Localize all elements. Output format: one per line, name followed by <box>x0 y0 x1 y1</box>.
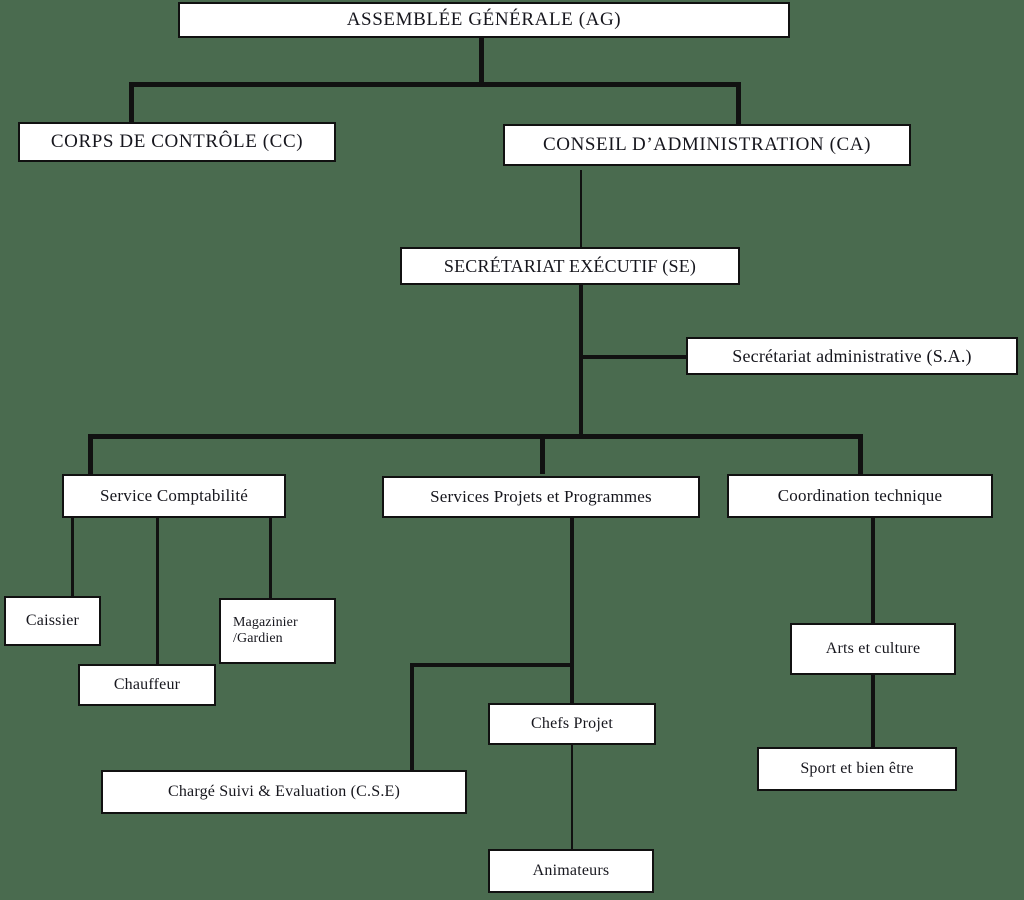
connector-level3-bus <box>88 434 863 439</box>
node-animateurs[interactable]: Animateurs <box>488 849 654 893</box>
connector-se-spine <box>579 285 583 438</box>
connector-ag-bus <box>129 82 741 87</box>
node-label: Coordination technique <box>777 486 943 506</box>
node-label: CORPS DE CONTRÔLE (CC) <box>50 131 304 153</box>
node-arts-et-culture[interactable]: Arts et culture <box>790 623 956 675</box>
node-charge-suivi-evaluation[interactable]: Chargé Suivi & Evaluation (C.S.E) <box>101 770 467 814</box>
node-label: Chefs Projet <box>531 715 613 733</box>
connector-ag-stem <box>479 35 484 86</box>
node-coordination-technique[interactable]: Coordination technique <box>727 474 993 518</box>
connector-bus-to-coordination <box>858 434 863 474</box>
connector-comptabilite-to-magazinier <box>269 516 272 598</box>
connector-bus-to-comptabilite <box>88 434 93 474</box>
node-label: Magazinier /Gardien <box>233 615 298 646</box>
node-caissier[interactable]: Caissier <box>4 596 101 646</box>
connector-arts-to-sport <box>871 675 875 747</box>
connector-se-to-sa <box>579 355 689 359</box>
connector-projets-spine <box>570 518 574 708</box>
connector-projets-to-cse-bus <box>410 663 574 667</box>
node-label: Chargé Suivi & Evaluation (C.S.E) <box>167 783 401 801</box>
node-label: Secrétariat administrative (S.A.) <box>732 345 972 366</box>
node-corps-de-controle[interactable]: CORPS DE CONTRÔLE (CC) <box>18 122 336 162</box>
node-label: Service Comptabilité <box>100 486 248 506</box>
connector-chefs-to-animateurs <box>571 744 573 849</box>
connector-ag-to-cc <box>129 82 134 124</box>
connector-comptabilite-to-chauffeur <box>156 516 159 664</box>
node-secretariat-executif[interactable]: SECRÉTARIAT EXÉCUTIF (SE) <box>400 247 740 285</box>
node-label: Animateurs <box>532 862 610 880</box>
node-conseil-administration[interactable]: CONSEIL D’ADMINISTRATION (CA) <box>503 124 911 166</box>
node-label: CONSEIL D’ADMINISTRATION (CA) <box>542 134 872 156</box>
node-magazinier-gardien[interactable]: Magazinier /Gardien <box>219 598 336 664</box>
node-secretariat-administrative[interactable]: Secrétariat administrative (S.A.) <box>686 337 1018 375</box>
connector-bus-to-projets <box>540 434 545 474</box>
node-label: Sport et bien être <box>800 760 914 778</box>
connector-projets-to-cse-drop <box>410 663 414 770</box>
node-label: SECRÉTARIAT EXÉCUTIF (SE) <box>443 255 697 276</box>
node-chauffeur[interactable]: Chauffeur <box>78 664 216 706</box>
node-label: Arts et culture <box>825 640 921 658</box>
node-assemblee-generale[interactable]: ASSEMBLÉE GÉNÉRALE (AG) <box>178 2 790 38</box>
node-chefs-projet[interactable]: Chefs Projet <box>488 703 656 745</box>
connector-ag-to-ca <box>736 82 741 124</box>
connector-ca-to-se <box>580 170 582 247</box>
node-label: Caissier <box>25 612 80 630</box>
connector-coordination-to-arts <box>871 518 875 623</box>
connector-comptabilite-to-caissier <box>71 516 74 596</box>
node-label: ASSEMBLÉE GÉNÉRALE (AG) <box>346 9 622 31</box>
node-sport-et-bien-etre[interactable]: Sport et bien être <box>757 747 957 791</box>
node-services-projets-programmes[interactable]: Services Projets et Programmes <box>382 476 700 518</box>
node-label: Services Projets et Programmes <box>430 487 652 507</box>
node-service-comptabilite[interactable]: Service Comptabilité <box>62 474 286 518</box>
node-label: Chauffeur <box>113 676 181 694</box>
